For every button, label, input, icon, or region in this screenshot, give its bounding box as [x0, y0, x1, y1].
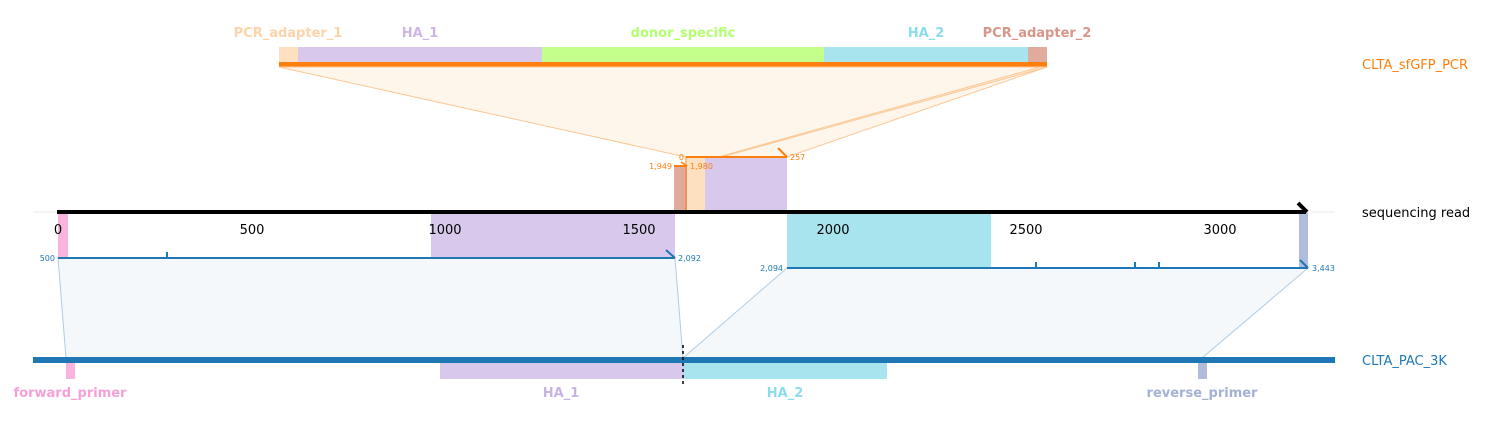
ref-aln-right-end-label: 3,443 [1312, 264, 1335, 273]
ref-alignment-right-arrowhead [1299, 259, 1309, 269]
pcr-aln-small-end-label: 1,980 [690, 162, 713, 171]
pcr-feature-adapter-2 [1028, 47, 1047, 63]
pcr-label-adapter-1: PCR_adapter_1 [234, 26, 343, 41]
tick-label: 1000 [428, 223, 461, 238]
pcr-track-name: CLTA_sfGFP_PCR [1362, 58, 1468, 73]
ref-track: forward_primer HA_1 HA_2 reverse_primer … [14, 345, 1447, 401]
ref-aln-right-start-label: 2,094 [760, 264, 783, 273]
pcr-label-donor-specific: donor_specific [631, 26, 736, 41]
ref-feature-ha-1 [440, 363, 683, 379]
read-feature-ha-2 [787, 212, 991, 268]
ref-connector-left [57, 257, 684, 359]
ref-aln-left-start-label: 500 [40, 254, 55, 263]
tick-label: 500 [240, 223, 265, 238]
ref-connector-right [681, 267, 1310, 359]
pcr-label-adapter-2: PCR_adapter_2 [983, 26, 1092, 41]
tick-label: 1500 [622, 223, 655, 238]
pcr-label-ha-2: HA_2 [908, 26, 945, 41]
ref-feature-forward-primer [66, 363, 75, 379]
pcr-feature-adapter-1 [279, 47, 298, 63]
ref-label-forward-primer: forward_primer [14, 386, 128, 401]
ref-label-ha-2: HA_2 [767, 386, 804, 401]
ref-feature-reverse-primer [1198, 363, 1207, 379]
ref-label-ha-1: HA_1 [543, 386, 580, 401]
read-feature-ha-1-top [705, 157, 787, 212]
ref-alignment-left-arrowhead [665, 249, 676, 259]
tick-label: 0 [54, 223, 62, 238]
read-track: 0 257 1,949 1,980 0 500 1000 1500 2000 2… [33, 147, 1470, 268]
pcr-track: PCR_adapter_1 HA_1 donor_specific HA_2 P… [234, 26, 1468, 73]
pcr-to-read-connectors [278, 66, 1048, 167]
read-feature-forward-primer [58, 212, 68, 258]
read-feature-adapter-1 [687, 157, 705, 212]
pcr-feature-ha-1 [298, 47, 542, 63]
ref-label-reverse-primer: reverse_primer [1147, 386, 1259, 401]
read-feature-adapter-2 [674, 166, 687, 212]
ref-aln-left-end-label: 2,092 [678, 254, 701, 263]
read-feature-reverse-primer [1299, 212, 1308, 268]
pcr-feature-ha-2 [824, 47, 1028, 63]
ref-track-name: CLTA_PAC_3K [1362, 354, 1447, 369]
pcr-feature-donor-specific [542, 47, 824, 63]
read-feature-ha-1 [431, 212, 675, 258]
pcr-label-ha-1: HA_1 [402, 26, 439, 41]
pcr-aln-start-label: 0 [679, 153, 684, 162]
pcr-aln-small-start-label: 1,949 [649, 162, 672, 171]
pcr-alignment-arrowhead [777, 147, 788, 158]
read-track-name: sequencing read [1362, 206, 1470, 221]
ref-backbone [33, 357, 1335, 363]
tick-label: 2000 [816, 223, 849, 238]
read-axis-ticks: 0 500 1000 1500 2000 2500 3000 [54, 223, 1237, 238]
ref-alignments: 500 2,092 2,094 3,443 [40, 249, 1335, 359]
ref-feature-ha-2 [683, 363, 887, 379]
tick-label: 3000 [1203, 223, 1236, 238]
pcr-aln-end-label: 257 [790, 153, 805, 162]
tick-label: 2500 [1009, 223, 1042, 238]
pcr-alignment-connector-main [278, 66, 1048, 158]
read-axis-arrowhead [1296, 201, 1309, 214]
pcr-backbone [279, 62, 1047, 67]
